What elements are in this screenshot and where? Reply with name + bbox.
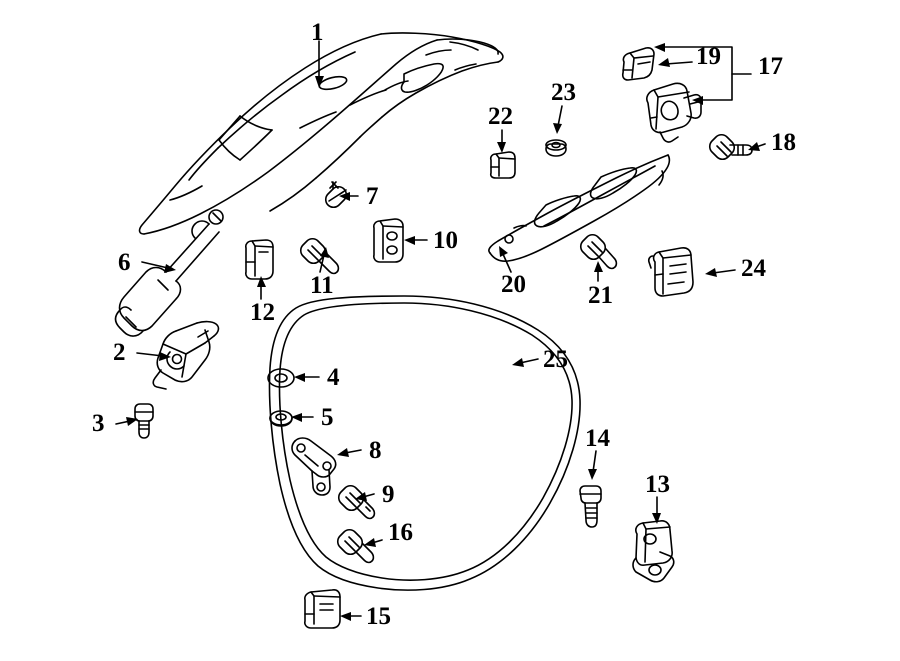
callout-15: 15 [366,603,391,630]
part-2-hinge [152,320,220,390]
callout-19: 19 [696,43,721,70]
part-17-latch [646,82,702,143]
callout-8: 8 [369,437,382,464]
part-9-bolt [337,484,376,520]
callout-12: 12 [250,299,275,326]
part-1-liftgate-panel [138,32,504,235]
callout-21: 21 [588,282,613,309]
callout-14: 14 [585,425,610,452]
part-11-bolt [299,237,340,275]
part-10-bracket [373,218,404,263]
callout-18: 18 [771,129,796,156]
part-20-trim-applique [488,154,671,262]
part-25-weatherstrip-seal [268,295,581,591]
part-16-bolt [336,528,375,564]
part-19-clip [621,47,655,81]
callout-13: 13 [645,471,670,498]
callout-3: 3 [92,410,105,437]
part-23-nut [545,139,567,157]
callout-6: 6 [118,249,131,276]
leader-lines [115,40,766,621]
part-22-clip [489,151,516,179]
callout-17: 17 [758,53,783,80]
callout-7: 7 [366,183,379,210]
part-4-grommet [267,368,295,388]
part-8-bracket [291,437,337,496]
part-5-washer [269,410,293,427]
part-12-clip-block [245,239,274,280]
callout-1: 1 [311,19,324,46]
callout-24: 24 [741,255,766,282]
part-6-lift-strut [114,209,224,337]
callout-22: 22 [488,103,513,130]
callout-9: 9 [382,481,395,508]
callout-2: 2 [113,339,126,366]
callout-20: 20 [501,271,526,298]
part-15-striker-block [304,589,341,629]
callout-16: 16 [388,519,413,546]
part-21-bolt [579,233,618,270]
callout-23: 23 [551,79,576,106]
part-13-striker [632,520,675,583]
part-7-clip [324,181,348,209]
callout-25: 25 [543,346,568,373]
part-3-bolt [134,403,154,439]
part-24-striker-bracket [647,247,694,297]
callout-11: 11 [310,272,334,299]
part-14-bolt [579,485,602,528]
callout-4: 4 [327,364,340,391]
callout-10: 10 [433,227,458,254]
callout-5: 5 [321,404,334,431]
part-18-bolt [708,133,753,161]
